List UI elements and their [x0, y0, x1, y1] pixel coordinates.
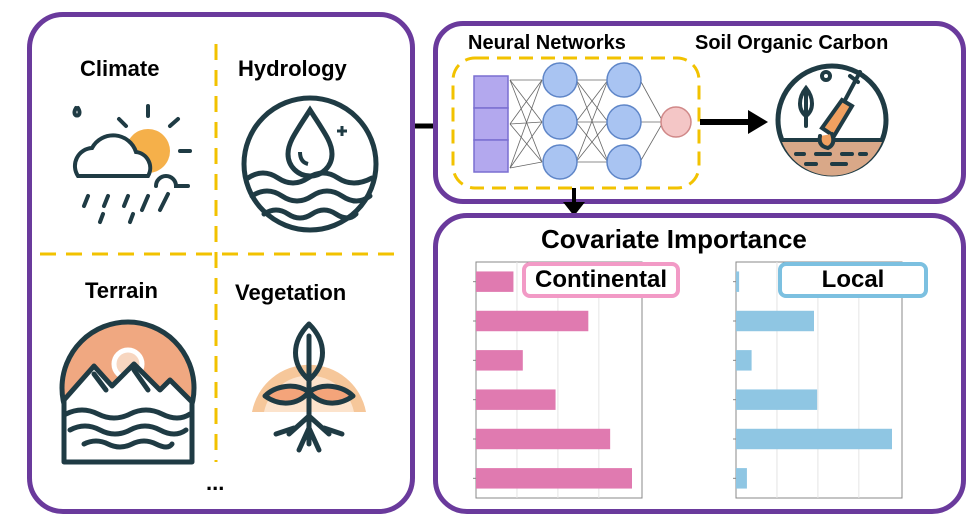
local-plot-frame [735, 261, 903, 499]
hidden-node [542, 144, 578, 180]
local-bar [736, 271, 740, 292]
local-bar [736, 468, 747, 489]
soil-shovel-icon [775, 63, 889, 177]
climate-icon [72, 104, 192, 224]
hidden-node [606, 144, 642, 180]
continental-tag-label: Continental [535, 266, 667, 293]
local-importance-chart [733, 261, 903, 499]
continental-importance-chart [473, 261, 643, 499]
continental-plot-frame [475, 261, 643, 499]
local-bar [736, 350, 752, 371]
local-tag-label: Local [821, 266, 885, 293]
more-covariates-ellipsis: ... [206, 470, 225, 495]
soil-organic-carbon-label: Soil Organic Carbon [695, 32, 889, 54]
hidden-node [542, 104, 578, 140]
hidden-node [606, 62, 642, 98]
terrain-label: Terrain [85, 278, 158, 303]
vegetation-icon [252, 321, 366, 453]
local-bar [736, 310, 814, 332]
local-tag: Local [778, 262, 928, 298]
continental-bar [476, 389, 556, 410]
hydrology-icon [241, 95, 379, 233]
continental-bar [476, 271, 514, 292]
local-bar [736, 428, 892, 450]
continental-tag: Continental [522, 262, 680, 298]
hidden-node [606, 104, 642, 140]
continental-bar [476, 468, 632, 489]
hidden-node [542, 62, 578, 98]
continental-bar [476, 310, 589, 332]
covariate-importance-title: Covariate Importance [541, 224, 807, 254]
continental-bar [476, 350, 523, 371]
hydrology-label: Hydrology [238, 56, 347, 81]
local-bar [736, 389, 818, 410]
input-layer [473, 75, 509, 173]
continental-bar [476, 428, 611, 450]
neural-networks-label: Neural Networks [468, 32, 626, 54]
vegetation-label: Vegetation [235, 280, 347, 305]
terrain-icon [59, 319, 197, 465]
climate-label: Climate [80, 56, 160, 81]
output-node [660, 106, 692, 138]
